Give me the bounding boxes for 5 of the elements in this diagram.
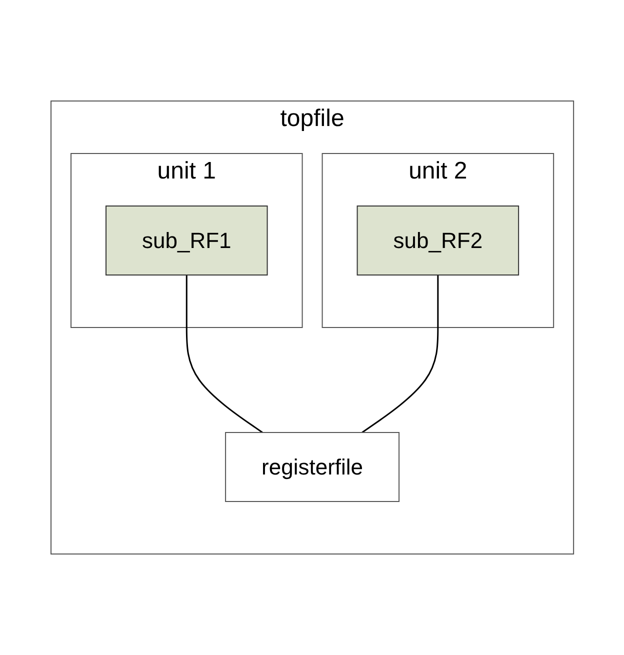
connector — [361, 275, 438, 434]
node-box: sub_RF1 — [105, 206, 268, 276]
connector — [186, 275, 263, 434]
node-box: registerfile — [224, 432, 400, 502]
node-box: sub_RF2 — [356, 206, 519, 276]
